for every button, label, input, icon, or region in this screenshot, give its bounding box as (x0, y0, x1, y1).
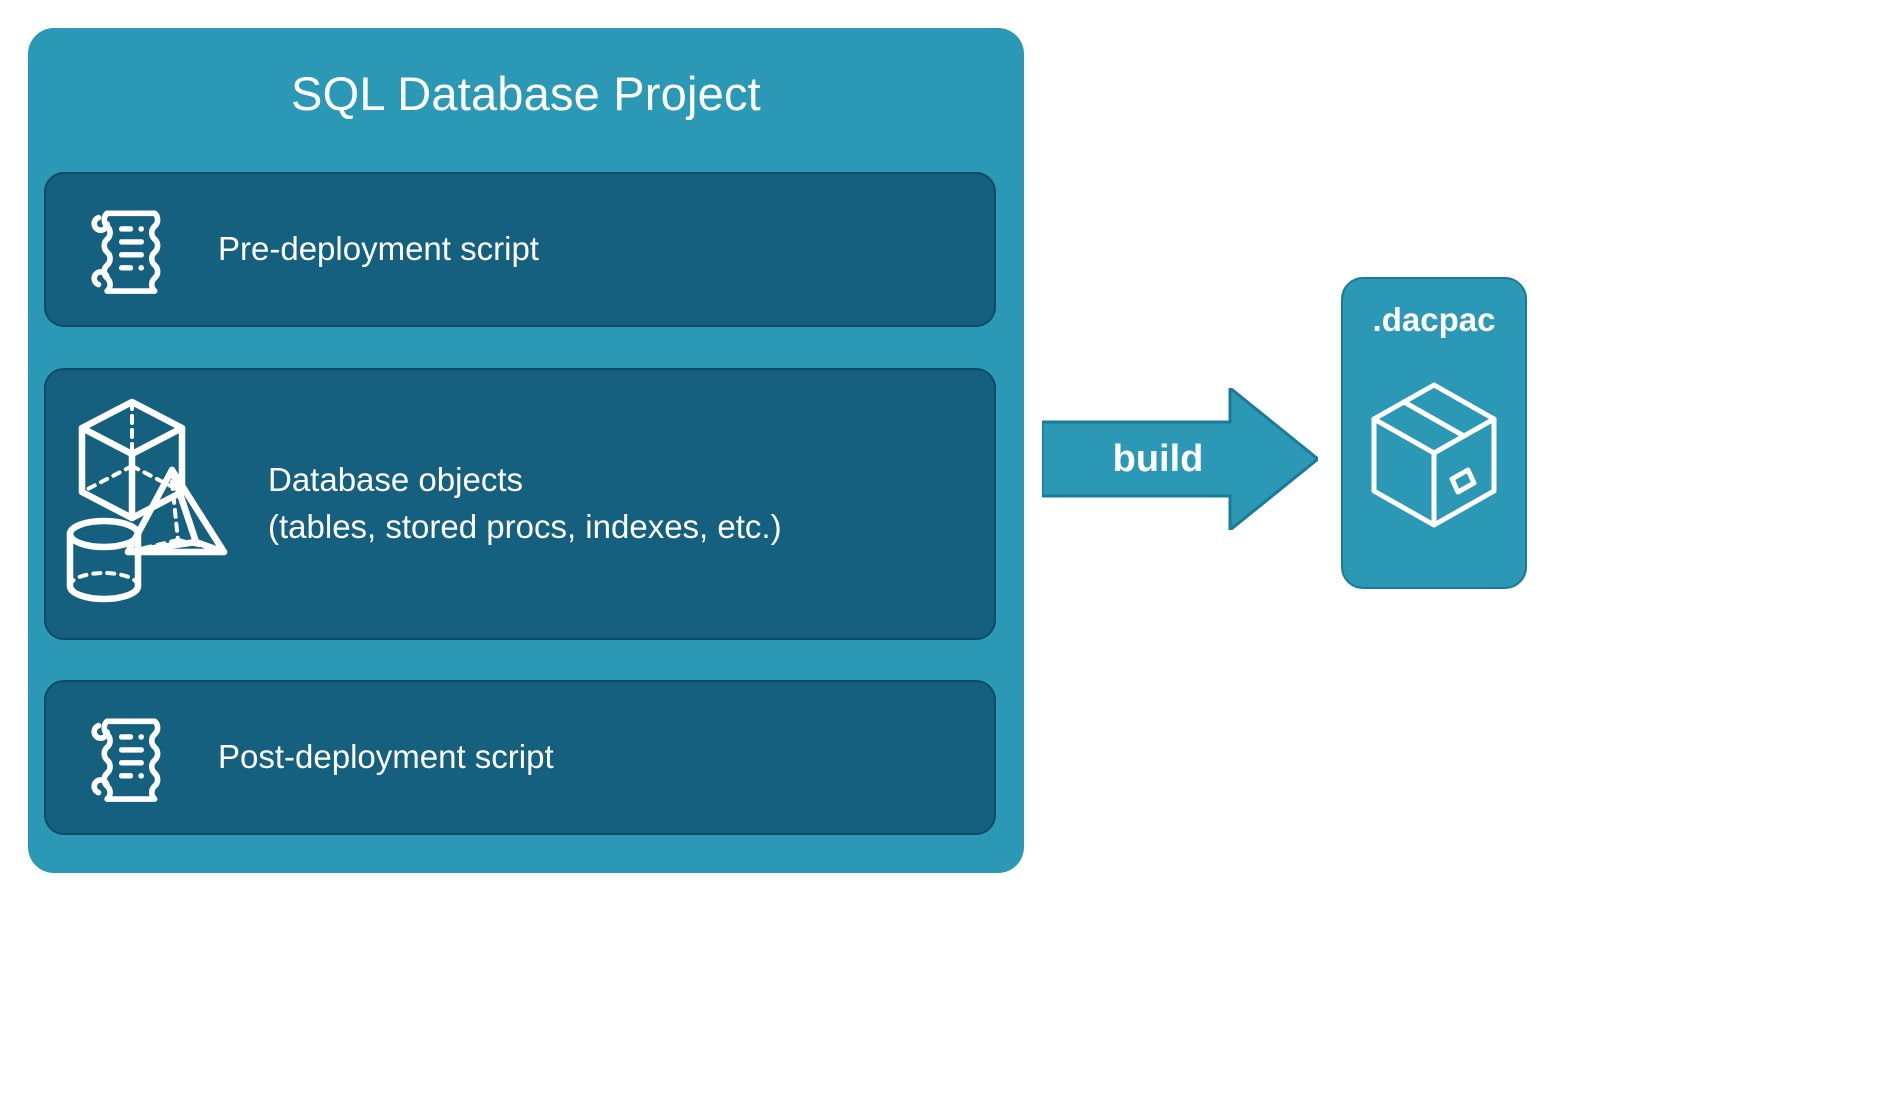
row-label-line2: (tables, stored procs, indexes, etc.) (268, 508, 782, 545)
sql-database-project-card: SQL Database Project (28, 28, 1024, 873)
dacpac-output-card[interactable]: .dacpac (1341, 277, 1527, 589)
arrow-right-icon (1040, 384, 1321, 534)
row-label-line1: Post-deployment script (218, 738, 554, 776)
row-post-deployment-script[interactable]: Post-deployment script (44, 680, 996, 835)
pyramid-icon (124, 466, 228, 556)
cube-icon (78, 398, 186, 522)
page-title: SQL Database Project (291, 67, 761, 120)
cylinder-icon (66, 517, 142, 603)
package-box-icon (1360, 371, 1508, 544)
row-database-objects[interactable]: Database objects (tables, stored procs, … (44, 368, 996, 640)
scroll-icon (46, 196, 218, 304)
row-label: Post-deployment script (218, 734, 994, 781)
row-label-line1: Database objects (268, 461, 523, 499)
row-label: Pre-deployment script (218, 226, 994, 273)
dacpac-title: .dacpac (1372, 301, 1496, 338)
row-label: Database objects (tables, stored procs, … (268, 457, 994, 551)
row-label-line1: Pre-deployment script (218, 230, 539, 268)
build-arrow (1040, 384, 1321, 534)
shapes-icon (46, 370, 268, 638)
row-pre-deployment-script[interactable]: Pre-deployment script (44, 172, 996, 327)
scroll-icon (46, 704, 218, 812)
